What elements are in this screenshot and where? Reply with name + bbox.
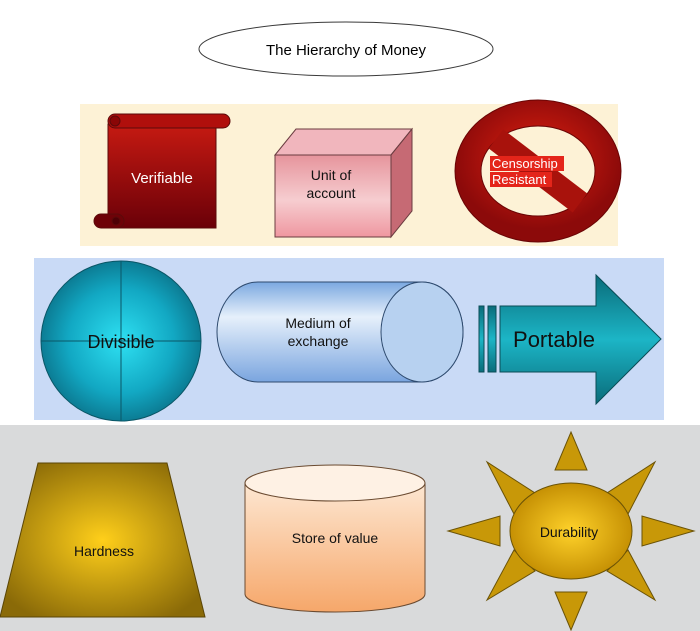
medium-of-exchange-label-line2: exchange: [288, 333, 349, 349]
durability-sun-shape: [446, 430, 696, 631]
divisible-label: Divisible: [87, 332, 154, 352]
medium-of-exchange-label-line1: Medium of: [285, 315, 350, 331]
censorship-label-bg-1: [490, 156, 564, 171]
durability-label: Durability: [540, 524, 598, 540]
store-of-value-cylinder-shape: [244, 464, 426, 613]
portable-label: Portable: [513, 327, 595, 352]
unit-of-account-cube-shape: [273, 127, 414, 239]
unit-of-account-label-line1: Unit of: [311, 167, 352, 183]
verifiable-scroll-shape: [93, 113, 231, 229]
hardness-label: Hardness: [74, 543, 134, 559]
store-of-value-label: Store of value: [292, 530, 379, 546]
diagram-title: The Hierarchy of Money: [266, 42, 427, 59]
title-ellipse: [198, 21, 494, 77]
hardness-trapezoid-shape: [0, 462, 206, 618]
censorship-resistant-label-line2: Resistant: [492, 172, 547, 187]
verifiable-label: Verifiable: [131, 170, 193, 187]
medium-of-exchange-cylinder-shape: [216, 281, 464, 383]
divisible-circle-shape: [40, 260, 202, 422]
censorship-resistant-label-line1: Censorship: [492, 156, 558, 171]
censorship-label-bg-2: [490, 172, 552, 187]
unit-of-account-label-line2: account: [306, 185, 355, 201]
portable-striped-arrow-shape: [478, 273, 662, 406]
